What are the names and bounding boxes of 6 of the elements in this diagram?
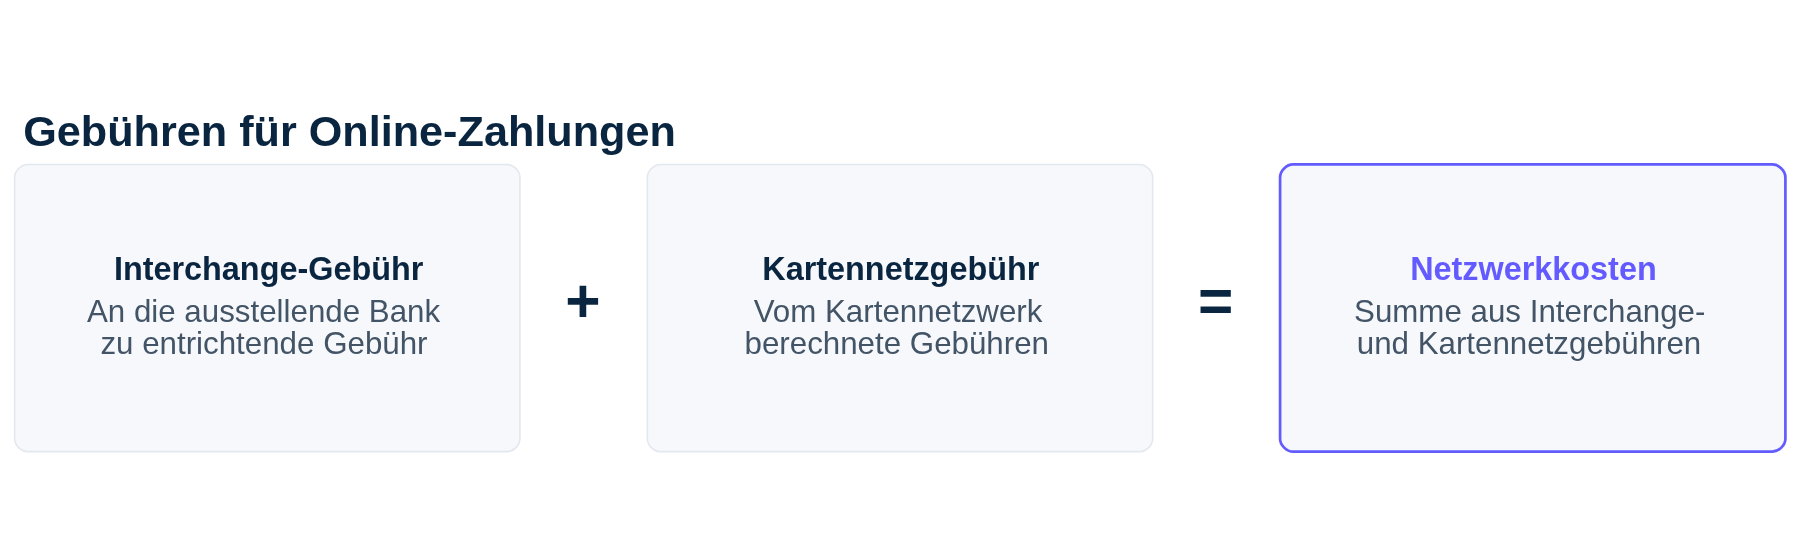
label: +: [565, 266, 601, 335]
diagram-title: Gebühren für Online-Zahlungen: [23, 107, 676, 156]
node-box: Kartennetzgebühr Vom Kartennetzwerk berechnete Gebühren: [646, 163, 1154, 453]
node-box: Netzwerkkosten Summe aus Interchange- und Kartennetzgebühren: [1278, 163, 1787, 454]
node-box: Interchange-Gebühr An die ausstellende Bank zu entrichtende Gebühr: [13, 163, 521, 453]
label: =: [1198, 266, 1234, 335]
